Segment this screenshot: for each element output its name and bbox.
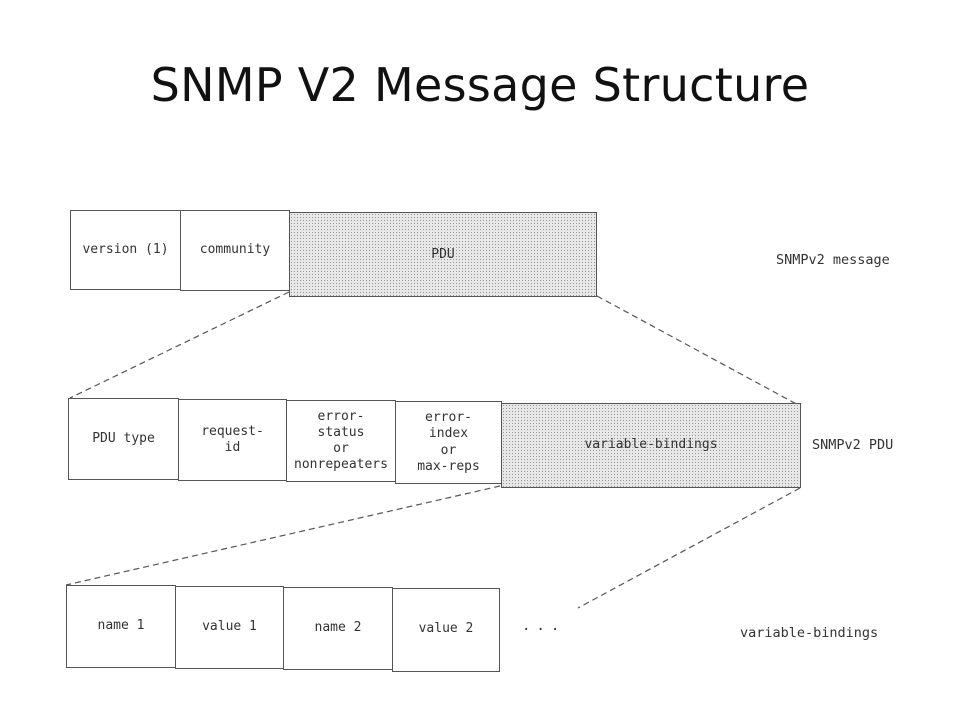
version-field-label: version (1) — [82, 241, 169, 257]
variable-bindings-field-label: variable-bindings — [584, 437, 718, 453]
value-1-label: value 1 — [202, 619, 257, 634]
slide-title: SNMP V2 Message Structure — [150, 58, 810, 112]
version-field: version (1) — [70, 210, 181, 290]
snmpv2-message-label: SNMPv2 message — [776, 252, 890, 268]
value-2-field: value 2 — [392, 588, 500, 672]
connector-bindings-right — [577, 487, 801, 609]
community-field-label: community — [199, 242, 271, 258]
name-1-label: name 1 — [97, 618, 145, 633]
continuation-ellipsis: ... — [522, 618, 566, 634]
pdu-field: PDU — [289, 212, 597, 297]
error-index-field: error- index or max-reps — [395, 401, 502, 484]
pdu-type-field: PDU type — [68, 398, 179, 480]
value-1-field: value 1 — [175, 586, 284, 669]
error-status-field: error- status or nonrepeaters — [286, 400, 396, 482]
community-field: community — [180, 210, 290, 291]
name-2-field: name 2 — [283, 587, 393, 670]
snmpv2-pdu-label: SNMPv2 PDU — [812, 437, 894, 453]
value-2-label: value 2 — [418, 621, 474, 636]
request-id-label: request- id — [201, 423, 264, 455]
request-id-field: request- id — [178, 399, 287, 481]
name-2-label: name 2 — [314, 620, 362, 635]
variable-bindings-field: variable-bindings — [501, 403, 801, 488]
name-1-field: name 1 — [66, 585, 176, 668]
pdu-type-label: PDU type — [92, 430, 155, 446]
variable-bindings-label: variable-bindings — [740, 625, 879, 641]
connector-bindings-left — [65, 485, 501, 586]
error-status-label: error- status or nonrepeaters — [294, 408, 388, 473]
error-index-label: error- index or max-reps — [417, 410, 480, 474]
connector-pdu-left — [69, 291, 290, 399]
pdu-field-label: PDU — [431, 247, 455, 262]
connector-pdu-right — [596, 295, 801, 407]
